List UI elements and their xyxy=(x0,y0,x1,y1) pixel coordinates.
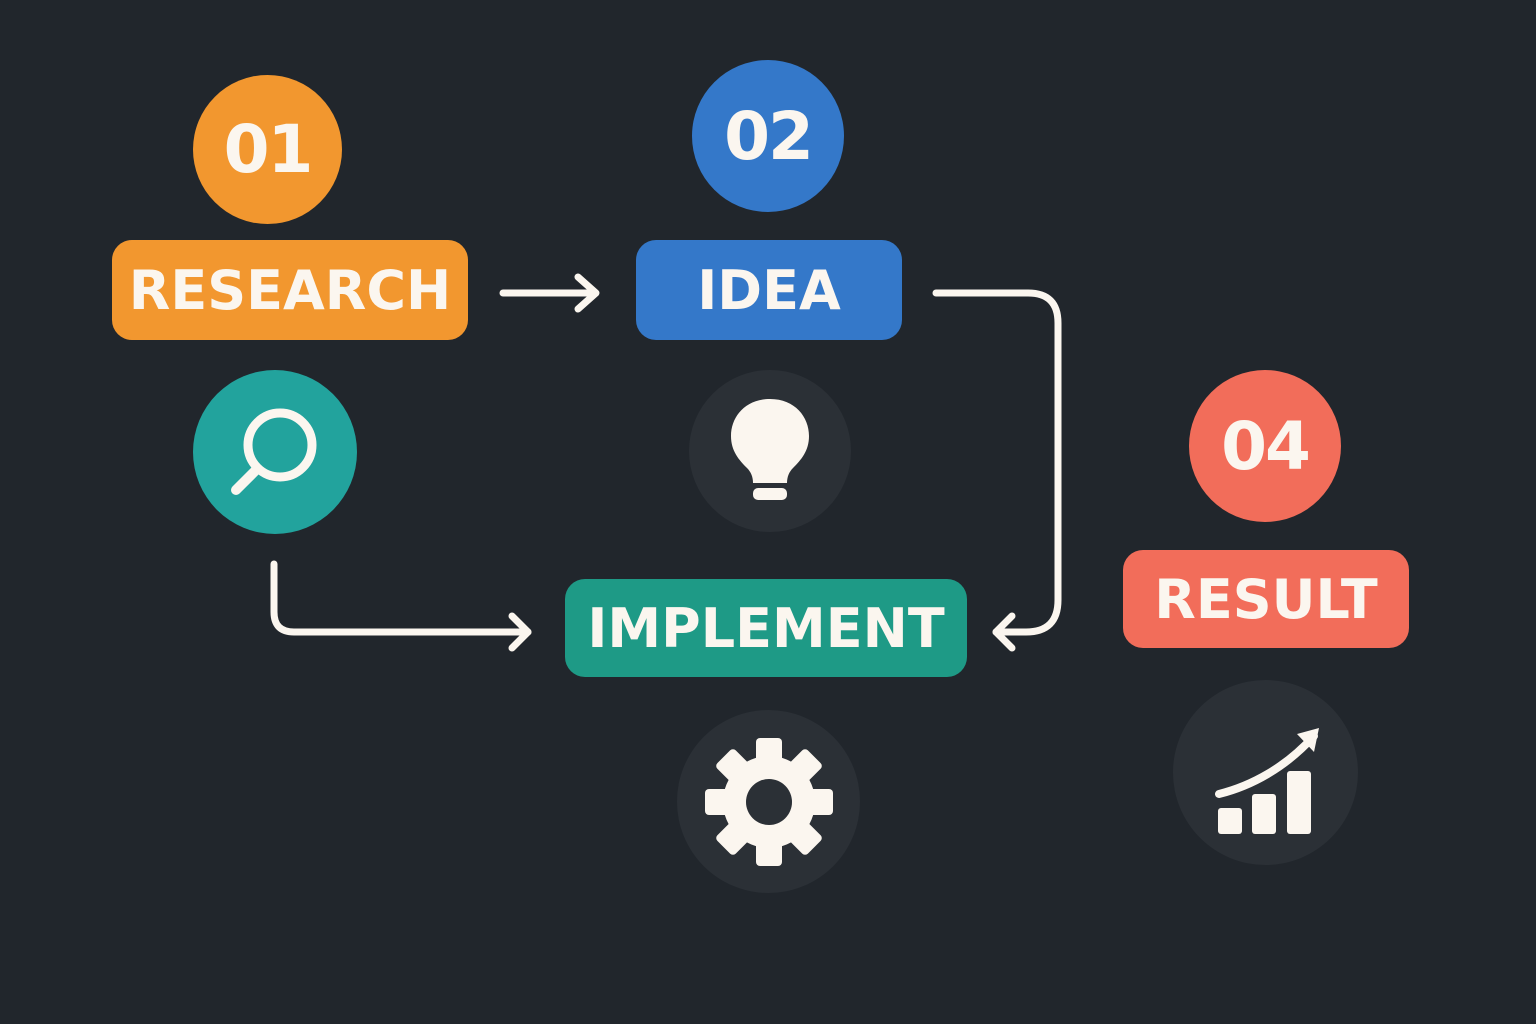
research-icon-circle xyxy=(193,370,357,534)
idea-icon-circle xyxy=(689,370,851,532)
step-label-implement: IMPLEMENT xyxy=(565,579,967,677)
step-number-04: 04 xyxy=(1221,407,1311,485)
lightbulb-icon xyxy=(731,399,809,500)
step-number-01: 01 xyxy=(223,111,314,188)
step-number-badge-01: 01 xyxy=(193,75,342,224)
step-label-research: RESEARCH xyxy=(112,240,468,340)
gear-icon xyxy=(704,737,833,866)
step-label-idea: IDEA xyxy=(636,240,902,340)
connector-research-to-idea xyxy=(499,273,600,313)
step-number-badge-04: 04 xyxy=(1189,370,1341,522)
implement-icon-circle xyxy=(677,710,860,893)
step-number-02: 02 xyxy=(724,97,814,175)
step-number-badge-02: 02 xyxy=(692,60,844,212)
result-icon-circle xyxy=(1173,680,1358,865)
magnifier-icon xyxy=(231,408,317,495)
connector-idea-to-implement xyxy=(932,289,1062,652)
growth-chart-icon xyxy=(1214,727,1319,834)
step-label-result: RESULT xyxy=(1123,550,1409,648)
connector-research-to-implement xyxy=(270,560,532,652)
